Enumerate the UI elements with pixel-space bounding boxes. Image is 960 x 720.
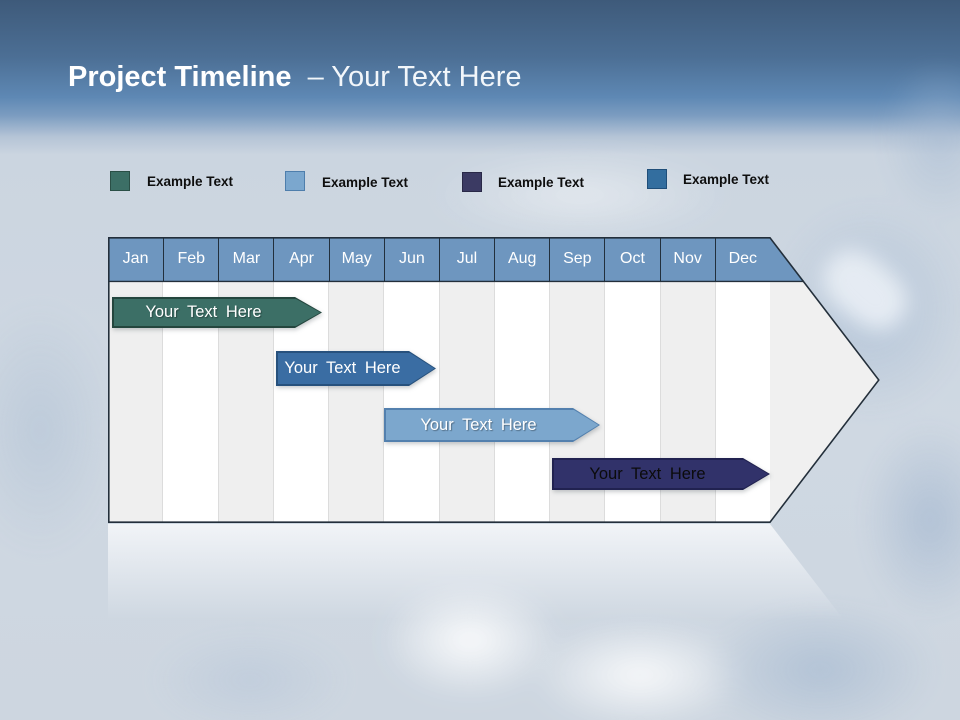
task-bar-3: Your Text Here xyxy=(384,408,600,442)
column-aug xyxy=(493,281,549,523)
task-bar-label: Your Text Here xyxy=(114,299,321,327)
task-bar-label: Your Text Here xyxy=(278,353,435,385)
month-header: Dec xyxy=(714,237,770,281)
background-blob xyxy=(880,60,960,220)
legend-label: Example Text xyxy=(683,172,770,187)
legend-swatch-teal xyxy=(110,171,130,191)
legend-label: Example Text xyxy=(498,175,585,190)
task-bar-1: Your Text Here xyxy=(112,297,322,328)
timeline-reflection xyxy=(108,524,844,620)
task-bar-2: Your Text Here xyxy=(276,351,436,386)
timeline-arrow-body: Jan Feb Mar Apr May Jun Jul Aug Sep Oct … xyxy=(108,237,880,523)
month-header: Oct xyxy=(604,237,659,281)
legend-swatch-navy xyxy=(462,172,482,192)
month-header: Mar xyxy=(218,237,273,281)
month-header: Jun xyxy=(383,237,439,281)
background-blob xyxy=(0,300,120,560)
title-sub: – Your Text Here xyxy=(307,61,522,93)
title-main: Project Timeline xyxy=(68,61,292,93)
background-blob xyxy=(700,600,940,720)
timeline-gantt: Jan Feb Mar Apr May Jun Jul Aug Sep Oct … xyxy=(108,237,880,523)
background-blob xyxy=(430,150,730,240)
column-jul xyxy=(438,281,494,523)
task-bar-label: Your Text Here xyxy=(554,460,769,489)
background-blob xyxy=(150,630,350,720)
task-bar-4: Your Text Here xyxy=(552,458,770,490)
task-bar-label: Your Text Here xyxy=(386,410,599,441)
legend-label: Example Text xyxy=(147,174,234,189)
legend-label: Example Text xyxy=(322,175,409,190)
legend-swatch-steelblue xyxy=(647,169,667,189)
month-header: Feb xyxy=(163,237,218,281)
page-title: Project Timeline – Your Text Here xyxy=(68,61,522,94)
month-header: Nov xyxy=(659,237,715,281)
month-header-row: Jan Feb Mar Apr May Jun Jul Aug Sep Oct … xyxy=(108,237,880,281)
month-header: Jul xyxy=(438,237,494,281)
month-header: Apr xyxy=(273,237,328,281)
month-header: Sep xyxy=(549,237,604,281)
column-may xyxy=(328,281,384,523)
month-header: Jan xyxy=(122,250,149,267)
column-jun xyxy=(383,281,439,523)
month-header: Aug xyxy=(494,237,549,281)
month-header: May xyxy=(328,237,384,281)
legend-swatch-lightblue xyxy=(285,171,305,191)
